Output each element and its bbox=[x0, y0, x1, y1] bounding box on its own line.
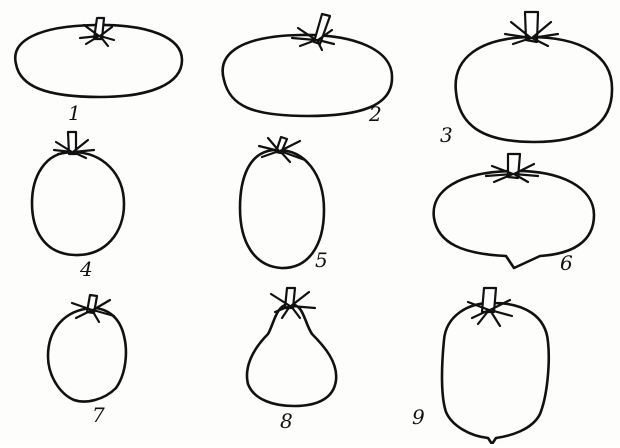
tomato-shape-5: 5 bbox=[240, 137, 328, 272]
shape-label-3: 3 bbox=[440, 123, 453, 147]
tomato-shape-9: 9 bbox=[412, 288, 549, 444]
tomato-shape-1: 1 bbox=[15, 18, 182, 125]
shape-label-8: 8 bbox=[280, 409, 293, 433]
tomato-shape-7: 7 bbox=[48, 295, 126, 427]
shape-label-1: 1 bbox=[68, 101, 81, 125]
shape-label-5: 5 bbox=[315, 248, 328, 272]
shape-label-9: 9 bbox=[412, 405, 425, 429]
tomato-shape-8: 8 bbox=[247, 288, 336, 433]
tomato-shape-4: 4 bbox=[32, 132, 124, 281]
shape-label-2: 2 bbox=[368, 102, 382, 126]
shape-label-7: 7 bbox=[92, 403, 105, 427]
tomato-shape-3: 3 bbox=[440, 12, 612, 147]
tomato-shape-2: 2 bbox=[223, 14, 392, 126]
shape-label-6: 6 bbox=[560, 251, 573, 275]
shape-label-4: 4 bbox=[79, 257, 93, 281]
tomato-shape-6: 6 bbox=[434, 154, 594, 275]
